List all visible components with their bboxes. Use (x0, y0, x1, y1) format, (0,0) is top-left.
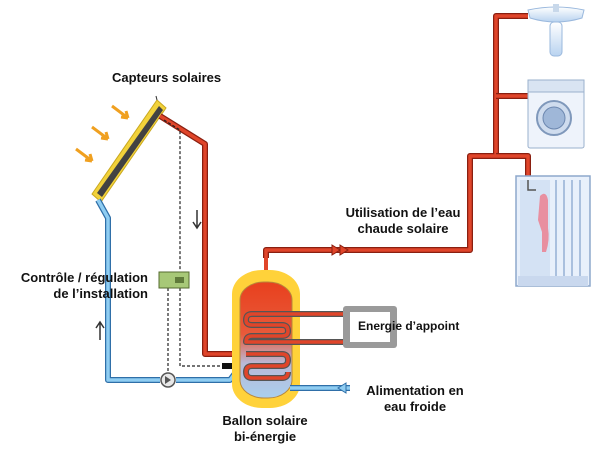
cold-water-inlet (290, 382, 350, 394)
cold-water-label-line2: eau froide (383, 399, 447, 414)
tank-label: Ballon solaire bi-énergie (205, 413, 325, 445)
flow-arrows (95, 210, 202, 340)
circulation-pump (160, 372, 176, 388)
shower-cabin (515, 175, 591, 287)
cold-water-label: Alimentation en eau froide (350, 383, 480, 415)
sun-ray-arrow (75, 147, 94, 163)
hot-water-label-line1: Utilisation de l’eau (345, 205, 461, 220)
solar-coil (243, 351, 291, 381)
inlet-arrow-icon (337, 382, 347, 394)
tank-label-line2: bi-énergie (233, 429, 297, 444)
cold-water-label-line1: Alimentation en (366, 383, 464, 398)
flow-right-arrow (339, 244, 349, 256)
shower-person (538, 193, 549, 252)
control-label: Contrôle / régulation de l’installation (6, 270, 148, 302)
tank-sensor (222, 363, 234, 369)
backup-coil (243, 311, 345, 345)
solar-collector (91, 95, 167, 203)
shower-head-icon (527, 180, 536, 191)
backup-label: Energie d’appoint (358, 319, 460, 333)
washing-machine (527, 79, 585, 149)
control-label-line2: de l’installation (53, 286, 148, 301)
distribution-arrows (331, 244, 349, 256)
control-label-line1: Contrôle / régulation (20, 270, 148, 285)
sun-rays (75, 104, 130, 163)
hot-water-distribution-pipe (263, 13, 531, 258)
sink (527, 4, 585, 57)
collectors-label: Capteurs solaires (112, 70, 222, 85)
sun-ray-arrow (111, 104, 130, 120)
flow-down-arrow (192, 210, 202, 230)
sensor-wires (163, 119, 222, 380)
hot-water-label-line2: chaude solaire (357, 221, 449, 236)
tank-label-line1: Ballon solaire (222, 413, 308, 428)
hot-loop-pipe (158, 113, 246, 357)
hot-water-label: Utilisation de l’eau chaude solaire (338, 205, 468, 237)
controller-box (158, 271, 190, 289)
flow-right-arrow (331, 244, 341, 256)
flow-up-arrow (95, 320, 105, 340)
backup-energy-unit (343, 306, 397, 348)
sun-ray-arrow (91, 125, 110, 141)
